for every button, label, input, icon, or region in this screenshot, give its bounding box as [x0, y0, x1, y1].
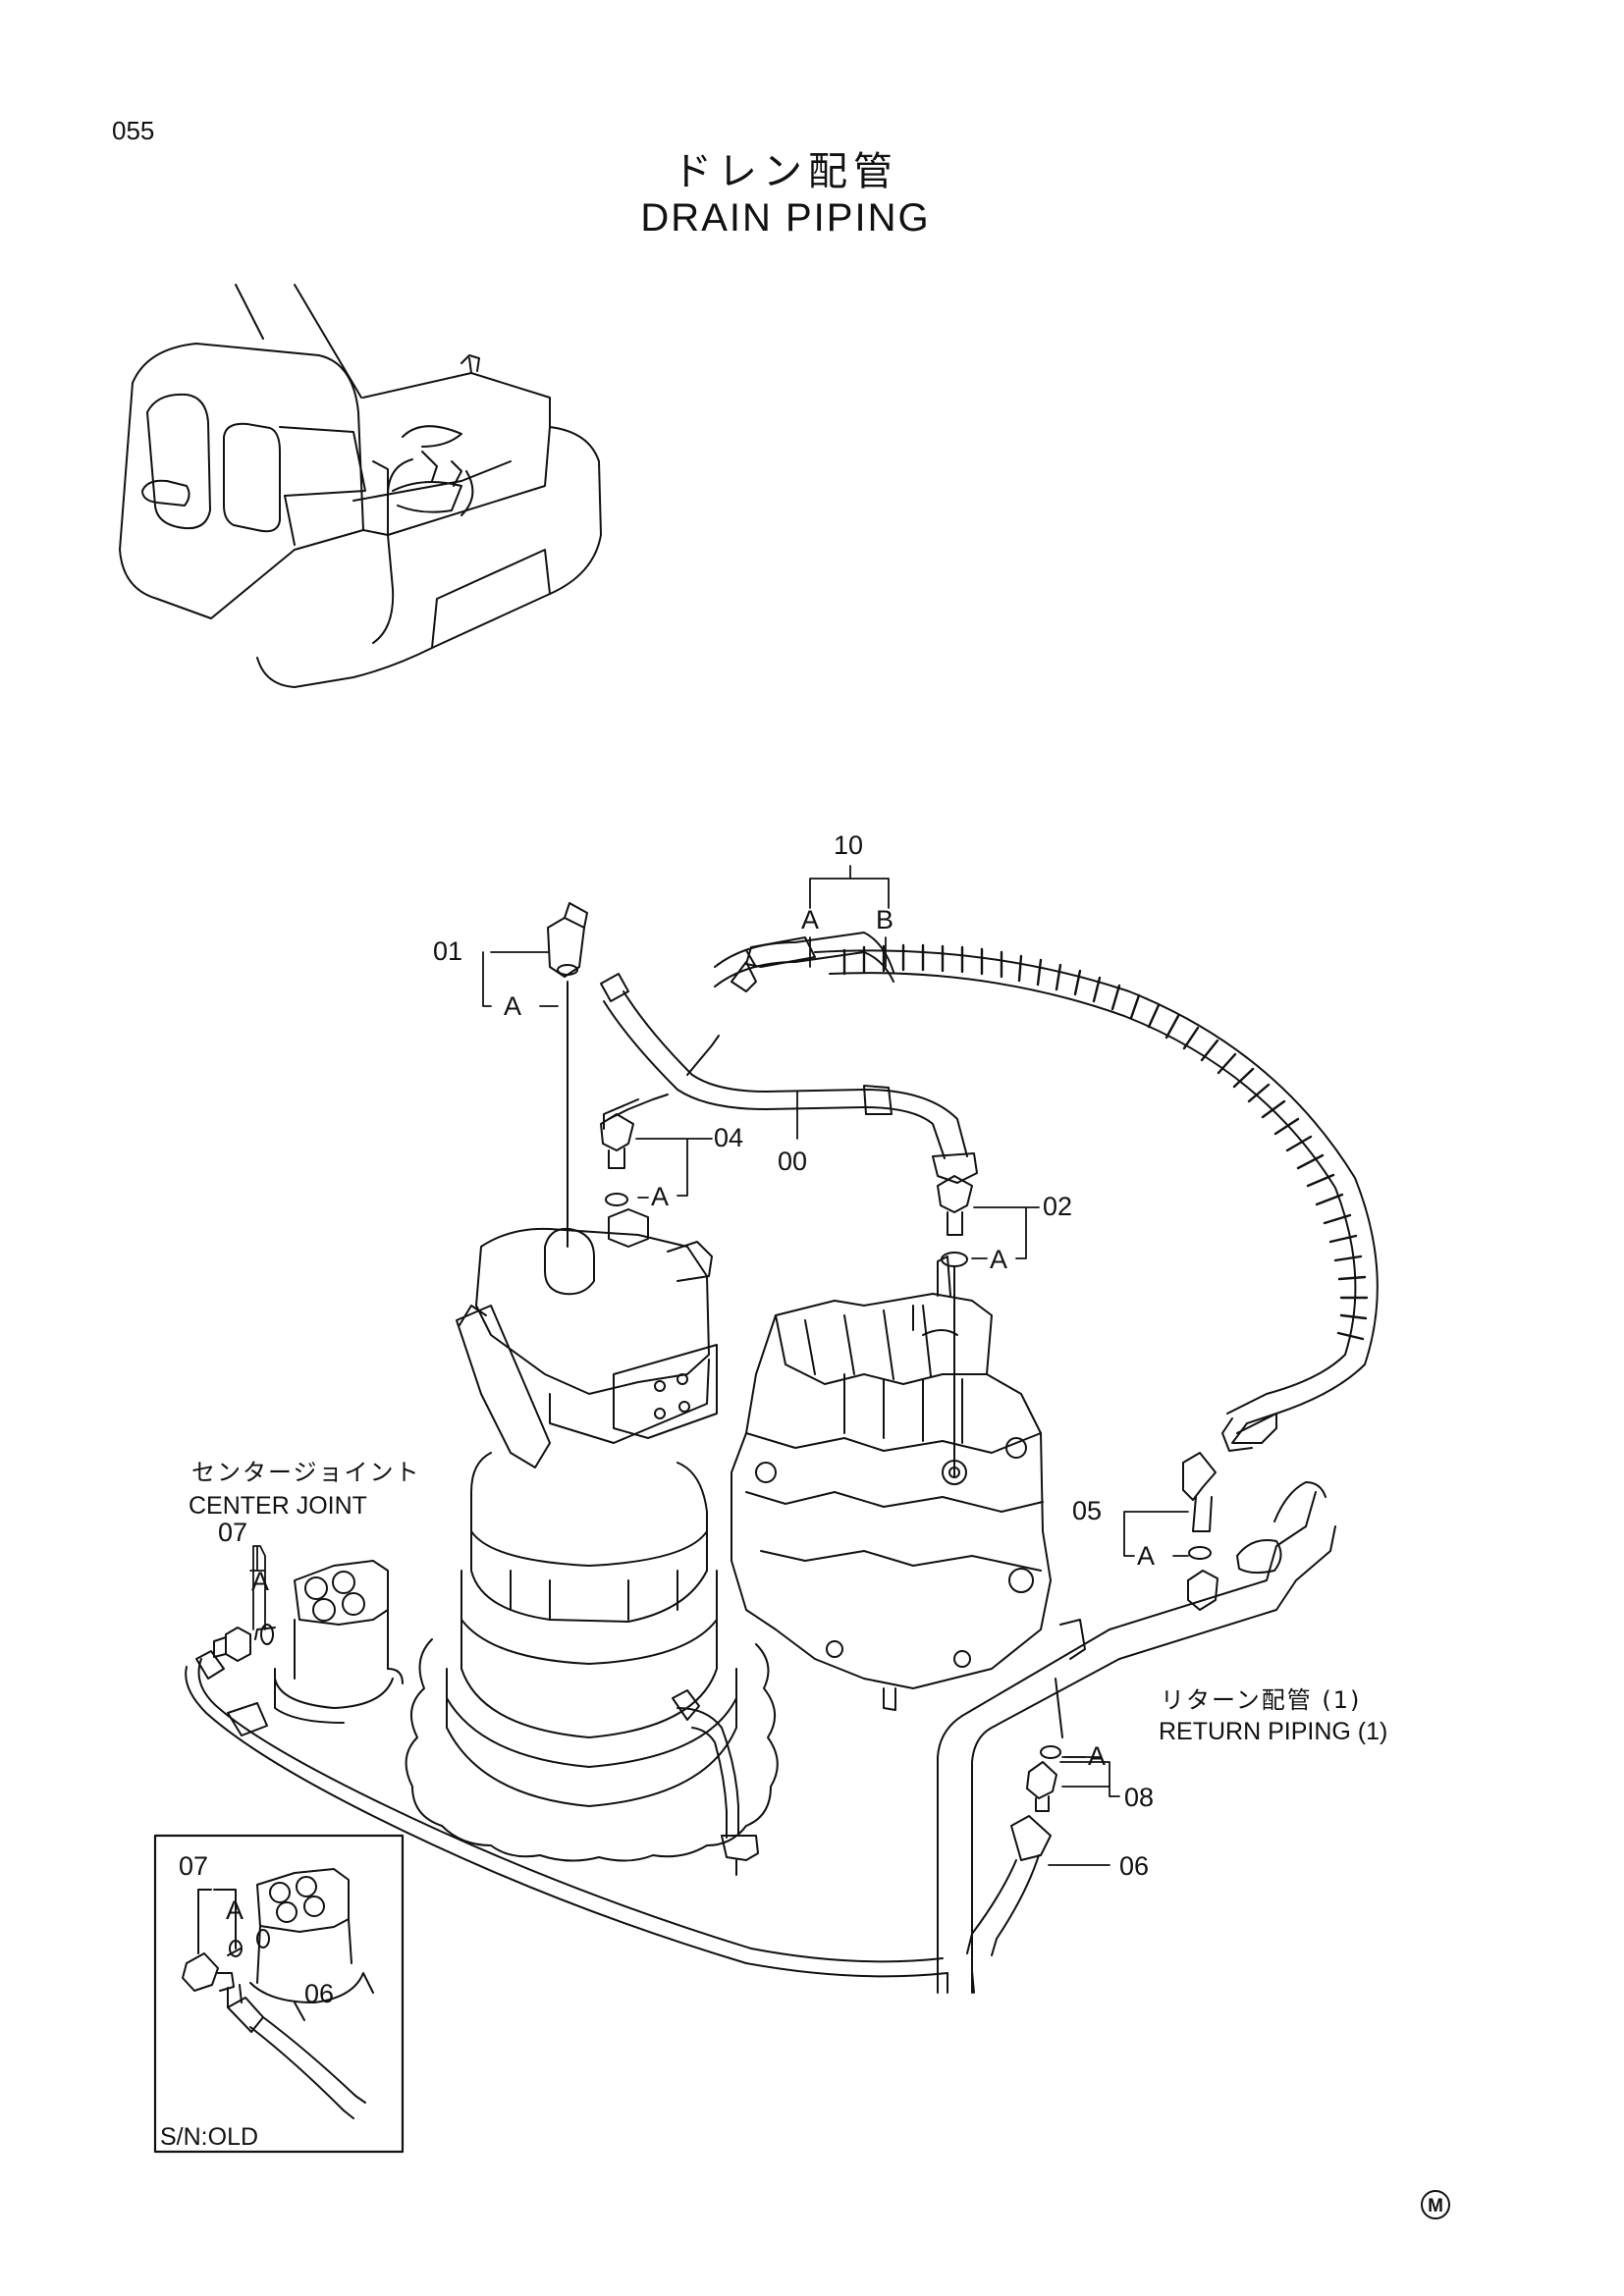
- inset-serial-label: S/N:OLD: [160, 2123, 258, 2151]
- inset-callout-06: 06: [304, 1979, 334, 2008]
- machine-overview: [119, 284, 602, 688]
- callout-10: 10: [834, 830, 863, 860]
- callout-05-a: A: [1137, 1541, 1155, 1571]
- callout-07: 07: [218, 1518, 247, 1547]
- page-title-japanese: ドレン配管: [673, 149, 898, 194]
- pipe-00: [547, 902, 978, 1184]
- fitting-07: [213, 1627, 251, 1662]
- callout-02: 02: [1043, 1192, 1072, 1221]
- inset-labels: 07 A 06 S/N:OLD: [160, 1851, 334, 2151]
- callout-07-a: A: [251, 1567, 269, 1596]
- center-joint-label-japanese: センタージョイント: [191, 1459, 421, 1486]
- fitting-08: [1026, 1761, 1057, 1812]
- inset-callout-07: 07: [179, 1851, 208, 1881]
- callout-10-b: B: [876, 905, 893, 934]
- fitting-02: [937, 1175, 973, 1267]
- callout-08: 08: [1124, 1783, 1154, 1812]
- callout-04: 04: [714, 1123, 743, 1152]
- swing-motor: [405, 981, 779, 1876]
- callout-01-a: A: [504, 991, 521, 1021]
- return-piping-label-japanese: リターン配管 (1): [1161, 1686, 1361, 1714]
- mark-letter: M: [1428, 2196, 1443, 2216]
- page-title: DRAIN PIPING: [640, 196, 931, 240]
- inset-sn-old: [153, 1834, 405, 2154]
- page-number: 055: [112, 116, 155, 145]
- callout-06: 06: [1119, 1851, 1149, 1881]
- hose-06: [966, 1815, 1052, 1956]
- control-valve: [731, 1255, 1052, 1711]
- callout-01: 01: [433, 936, 462, 966]
- callout-labels: 10 A B 01 A 04 A 00 02 A 05 A 07 A A 08 …: [189, 830, 1387, 1881]
- leader-lines: [249, 865, 1189, 1866]
- center-joint: [254, 1560, 404, 1724]
- fitting-05: [1182, 1452, 1217, 1560]
- callout-02-a: A: [990, 1245, 1007, 1274]
- return-piping: [185, 1481, 1336, 1994]
- callout-08-a: A: [1088, 1741, 1106, 1771]
- manufacturer-mark: M: [1421, 2190, 1450, 2219]
- callout-04-a: A: [651, 1182, 669, 1211]
- return-piping-label: RETURN PIPING (1): [1159, 1718, 1387, 1745]
- fitting-04: [600, 1113, 634, 1206]
- callout-05: 05: [1072, 1496, 1102, 1525]
- callout-10-a: A: [801, 905, 819, 934]
- callout-00: 00: [778, 1147, 807, 1176]
- inset-callout-a: A: [226, 1896, 244, 1925]
- center-joint-label: CENTER JOINT: [189, 1492, 367, 1520]
- hose-armor-rings: [842, 943, 1369, 1341]
